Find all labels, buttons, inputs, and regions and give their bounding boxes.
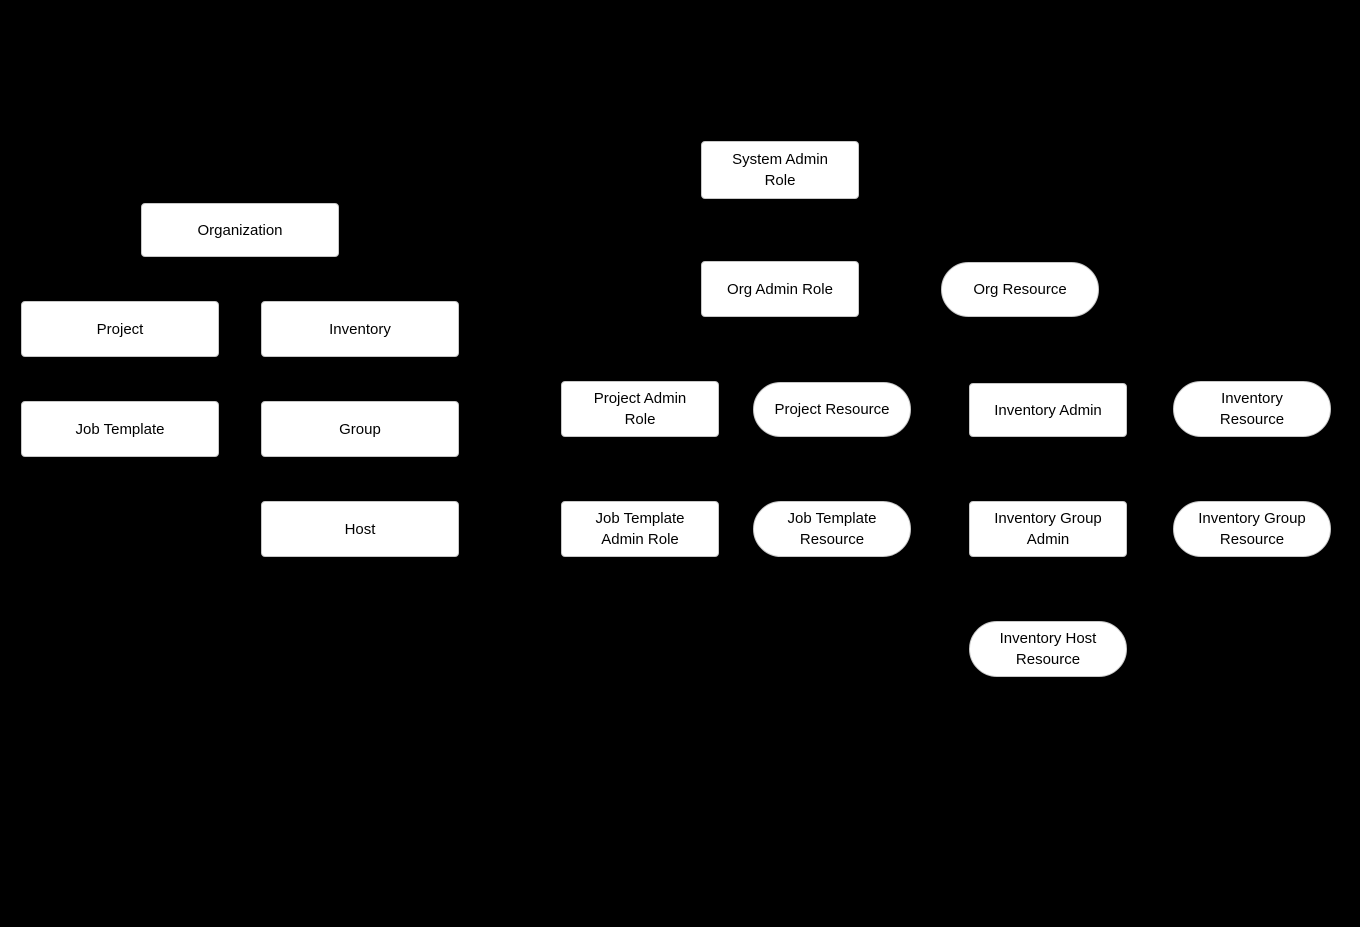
- node-system-admin-role: System Admin Role: [701, 141, 859, 199]
- node-job-template-resource: Job Template Resource: [753, 501, 911, 557]
- node-org-admin-role: Org Admin Role: [701, 261, 859, 317]
- node-inventory-resource: Inventory Resource: [1173, 381, 1331, 437]
- node-job-template-admin-role: Job Template Admin Role: [561, 501, 719, 557]
- node-inventory-group-resource: Inventory Group Resource: [1173, 501, 1331, 557]
- node-project-resource: Project Resource: [753, 382, 911, 437]
- node-inventory-host-resource: Inventory Host Resource: [969, 621, 1127, 677]
- node-project-admin-role: Project Admin Role: [561, 381, 719, 437]
- node-job-template: Job Template: [21, 401, 219, 457]
- node-group: Group: [261, 401, 459, 457]
- node-inventory: Inventory: [261, 301, 459, 357]
- node-organization: Organization: [141, 203, 339, 257]
- node-project: Project: [21, 301, 219, 357]
- node-inventory-admin: Inventory Admin: [969, 383, 1127, 437]
- node-host: Host: [261, 501, 459, 557]
- node-org-resource: Org Resource: [941, 262, 1099, 317]
- node-inventory-group-admin: Inventory Group Admin: [969, 501, 1127, 557]
